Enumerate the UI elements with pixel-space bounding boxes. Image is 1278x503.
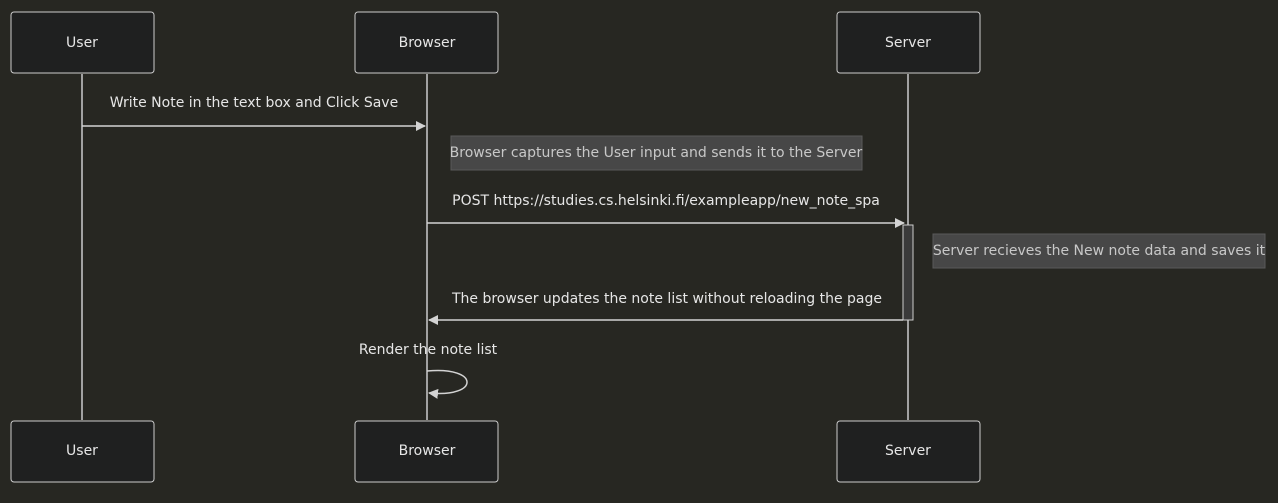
actor-browser-label: Browser (399, 35, 456, 51)
message-update-list-label: The browser updates the note list withou… (451, 291, 882, 307)
actor-server-top: Server (836, 11, 981, 74)
actor-server-bottom: Server (836, 420, 981, 483)
actor-user-bottom-label: User (66, 443, 98, 459)
actor-browser-bottom: Browser (354, 420, 499, 483)
actor-server-label: Server (885, 35, 931, 51)
actor-browser-bottom-label: Browser (399, 443, 456, 459)
actor-server-bottom-label: Server (885, 443, 931, 459)
message-post-label: POST https://studies.cs.helsinki.fi/exam… (452, 193, 880, 209)
actor-user-top: User (10, 11, 155, 74)
note-server-saves: Server recieves the New note data and sa… (932, 233, 1266, 269)
actor-browser-top: Browser (354, 11, 499, 74)
server-activation-bar (902, 224, 914, 321)
actor-user-bottom: User (10, 420, 155, 483)
actor-user-label: User (66, 35, 98, 51)
message-render-label: Render the note list (359, 342, 498, 358)
note-server-saves-text: Server recieves the New note data and sa… (933, 243, 1266, 259)
note-browser-captures-text: Browser captures the User input and send… (450, 145, 863, 161)
message-write-note-label: Write Note in the text box and Click Sav… (110, 95, 398, 111)
note-browser-captures: Browser captures the User input and send… (450, 135, 863, 171)
message-render-arrow (426, 369, 468, 399)
